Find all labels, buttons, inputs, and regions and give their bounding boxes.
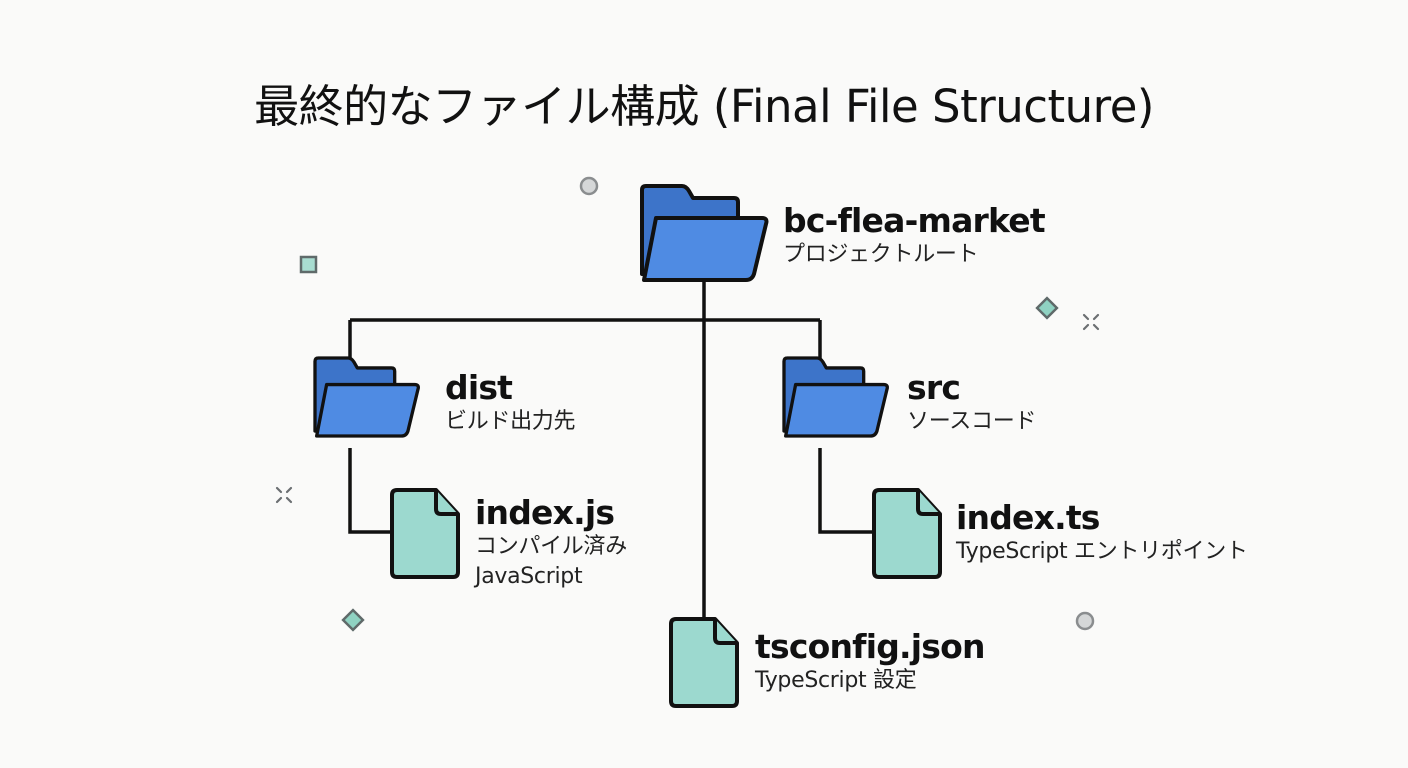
file-icon (872, 488, 942, 579)
node-src: src ソースコード (907, 369, 1036, 437)
node-name: src (907, 368, 961, 407)
node-description: ビルド出力先 (445, 409, 576, 434)
decorative-diamond-icon (341, 608, 365, 632)
node-description: TypeScript エントリポイント (956, 539, 1248, 564)
node-description: ソースコード (907, 409, 1037, 434)
decorative-diamond-icon (1035, 296, 1059, 320)
node-description: TypeScript 設定 (755, 668, 917, 693)
node-description-line2: JavaScript (475, 564, 583, 589)
node-root: bc-flea-market プロジェクトルート (783, 201, 1046, 270)
folder-icon (640, 184, 769, 282)
connector-src-to-indexts (818, 448, 874, 534)
node-tsconfig: tsconfig.json TypeScript 設定 (755, 627, 986, 696)
node-name: index.js (475, 493, 615, 532)
sparkle-icon (1082, 313, 1100, 331)
file-icon (669, 617, 739, 708)
decorative-square-icon (299, 255, 318, 274)
node-name: bc-flea-market (783, 201, 1046, 240)
node-index-ts: index.ts TypeScript エントリポイント (956, 499, 1248, 567)
decorations (275, 176, 1100, 632)
node-index-js: index.js コンパイル済み JavaScript (475, 494, 627, 592)
sparkle-icon (275, 486, 293, 504)
folder-icon (313, 356, 420, 438)
node-name: tsconfig.json (755, 627, 986, 666)
node-name: index.ts (956, 498, 1100, 537)
node-name: dist (445, 368, 513, 407)
folder-icon (782, 356, 889, 438)
file-icon (390, 488, 460, 579)
decorative-circle-icon (1075, 611, 1095, 631)
node-dist: dist ビルド出力先 (445, 368, 576, 437)
page-title: 最終的なファイル構成 (Final File Structure) (254, 80, 1154, 133)
node-description: コンパイル済み (475, 534, 627, 559)
connector-dist-to-indexjs (348, 448, 392, 534)
decorative-circle-icon (579, 176, 599, 196)
node-description: プロジェクトルート (783, 242, 979, 267)
tree-connectors (348, 280, 874, 620)
